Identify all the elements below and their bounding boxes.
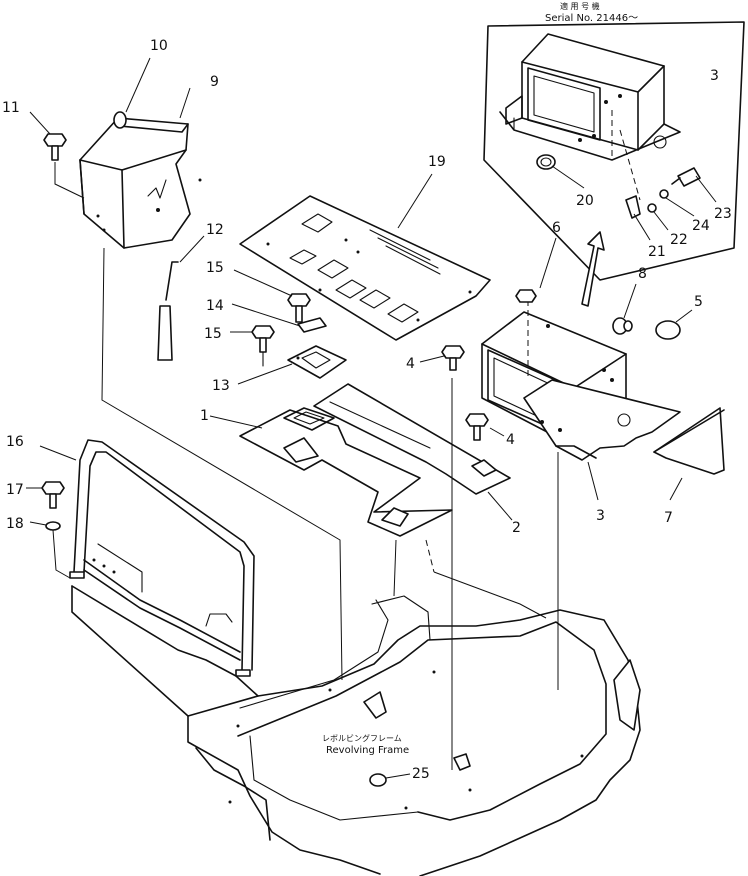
serial-inset: 適 用 号 機 Serial No. 21446～ [483,1,745,281]
callout-6: 6 [552,220,561,236]
callout-12: 12 [206,222,224,238]
callout-23: 23 [714,206,732,222]
cap-5 [655,309,693,340]
callout-24: 24 [692,218,710,234]
callout-19: 19 [428,154,446,170]
washer-14 [231,303,327,333]
nut-6 [515,237,557,303]
grommet-8 [612,283,637,335]
lever-12 [157,235,205,361]
callout-14: 14 [206,298,224,314]
battery-box-3 [481,300,681,501]
small-fasteners-inset [625,167,717,241]
bracket-13 [237,345,347,385]
callout-3-main: 3 [596,508,605,524]
callout-22: 22 [670,232,688,248]
handrail-16 [39,439,255,677]
callout-5: 5 [694,294,703,310]
tool-box-9 [79,87,202,249]
callout-15-upper: 15 [206,260,224,276]
floor-plate-1 [209,407,453,537]
direction-arrow [581,231,605,307]
callout-2: 2 [512,520,521,536]
cover-plate-19 [239,173,491,341]
callout-11: 11 [2,100,20,116]
inset-heading: 適 用 号 機 [560,1,600,11]
plug-25 [369,773,411,787]
callout-17: 17 [6,482,24,498]
callout-4-lower: 4 [506,432,515,448]
callout-numbers: 10 9 11 12 19 15 14 15 13 1 4 4 2 6 8 5 … [2,38,732,782]
callout-4-upper: 4 [406,356,415,372]
callout-13: 13 [212,378,230,394]
callout-3-inset: 3 [710,68,719,84]
bolt-15-upper [233,269,311,323]
callout-9: 9 [210,74,219,90]
bolt-15-lower [230,325,275,367]
callout-7: 7 [664,510,673,526]
revolving-frame [71,247,641,876]
grommet-20 [536,154,585,189]
battery-box-inset [499,33,681,201]
bolt-4-lower [465,413,505,441]
bolt-11 [29,111,85,199]
callout-1: 1 [200,408,209,424]
callout-21: 21 [648,244,666,260]
callout-16: 16 [6,434,24,450]
callout-20: 20 [576,193,594,209]
floor-plate-2 [313,383,513,521]
callout-10: 10 [150,38,168,54]
callout-18: 18 [6,516,24,532]
callout-25: 25 [412,766,430,782]
frame-label-english: Revolving Frame [326,745,409,756]
bolt-4-upper [419,345,465,371]
bracket-7 [653,407,725,501]
callout-15-lower: 15 [204,326,222,342]
inset-serial: Serial No. 21446～ [545,13,638,24]
plug-10 [113,57,151,129]
callout-8: 8 [638,266,647,282]
washer-18 [29,521,71,579]
frame-label-japanese: レボルビングフレーム [322,733,402,743]
bolt-17 [26,481,65,509]
